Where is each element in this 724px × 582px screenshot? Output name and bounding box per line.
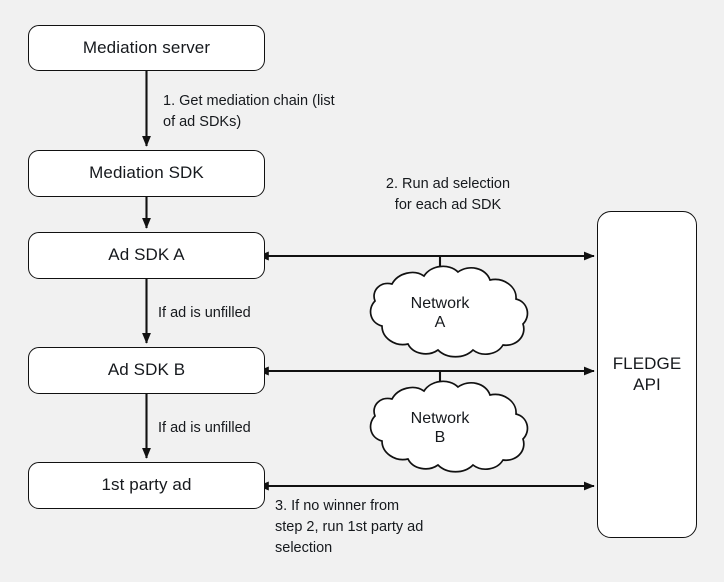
node-mediation-server[interactable]: Mediation server xyxy=(28,25,265,71)
node-fledge-api[interactable]: FLEDGE API xyxy=(597,211,697,538)
annotation-ad-sdk-a-unfilled: If ad is unfilled xyxy=(158,305,251,321)
node-ad-sdk-b-label: Ad SDK B xyxy=(107,360,186,380)
annotation-step-2: 2. Run ad selection for each ad SDK xyxy=(385,176,511,214)
node-first-party-ad[interactable]: 1st party ad xyxy=(28,462,265,509)
node-mediation-sdk[interactable]: Mediation SDK xyxy=(28,150,265,197)
cloud-network-b xyxy=(369,380,529,473)
annotation-step-1: 1. Get mediation chain (list of ad SDKs) xyxy=(163,93,335,131)
node-fledge-api-label: FLEDGE API xyxy=(612,353,682,394)
cloud-network-a xyxy=(369,265,529,358)
cloud-network-b-label: Network B xyxy=(410,410,470,447)
annotation-step-3: 3. If no winner from step 2, run 1st par… xyxy=(275,498,424,557)
cloud-network-a-label: Network A xyxy=(410,295,470,332)
node-mediation-server-label: Mediation server xyxy=(82,37,211,57)
node-ad-sdk-b[interactable]: Ad SDK B xyxy=(28,347,265,394)
annotation-ad-sdk-b-unfilled: If ad is unfilled xyxy=(158,420,251,436)
node-first-party-ad-label: 1st party ad xyxy=(101,475,192,495)
node-mediation-sdk-label: Mediation SDK xyxy=(89,163,204,183)
node-ad-sdk-a-label: Ad SDK A xyxy=(108,245,185,265)
node-ad-sdk-a[interactable]: Ad SDK A xyxy=(28,232,265,279)
